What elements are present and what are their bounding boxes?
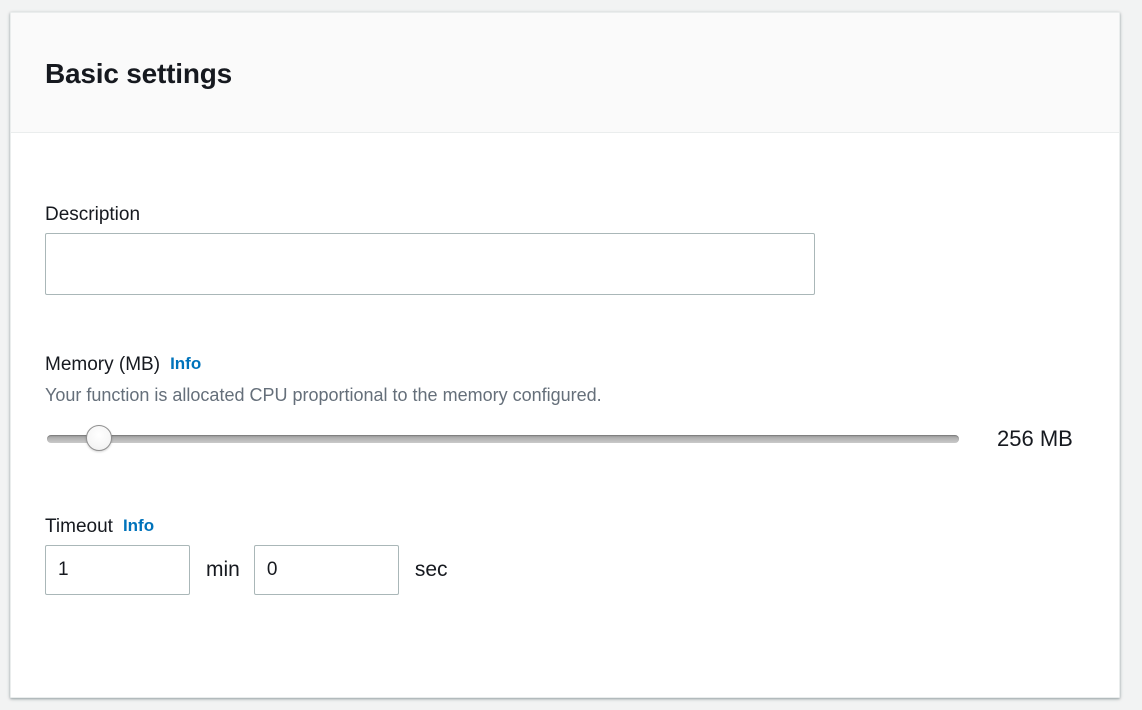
slider-track[interactable] <box>47 435 959 443</box>
timeout-info-link[interactable]: Info <box>122 516 155 535</box>
card-header: Basic settings <box>11 13 1119 133</box>
memory-slider[interactable] <box>45 421 961 457</box>
slider-thumb[interactable] <box>86 425 112 451</box>
timeout-seconds-unit: sec <box>414 558 448 581</box>
page-title: Basic settings <box>45 58 233 89</box>
memory-label: Memory (MB) <box>45 354 161 375</box>
timeout-label-row: Timeout Info <box>45 515 154 539</box>
timeout-label: Timeout <box>45 516 113 537</box>
timeout-minutes-input[interactable] <box>45 545 190 595</box>
memory-value-label: 256 MB <box>997 426 1073 451</box>
description-input[interactable] <box>45 233 815 295</box>
timeout-seconds-input[interactable] <box>253 545 399 595</box>
memory-info-link[interactable]: Info <box>170 354 202 373</box>
memory-slider-row: 256 MB <box>45 421 1085 457</box>
basic-settings-card: Basic settings Description Memory (MB) I… <box>10 12 1120 698</box>
timeout-minutes-unit: min <box>206 558 240 581</box>
memory-label-row: Memory (MB) Info <box>45 353 201 377</box>
memory-hint-text: Your function is allocated CPU proportio… <box>45 385 602 405</box>
timeout-row: min sec <box>45 545 448 595</box>
description-label: Description <box>45 204 141 225</box>
